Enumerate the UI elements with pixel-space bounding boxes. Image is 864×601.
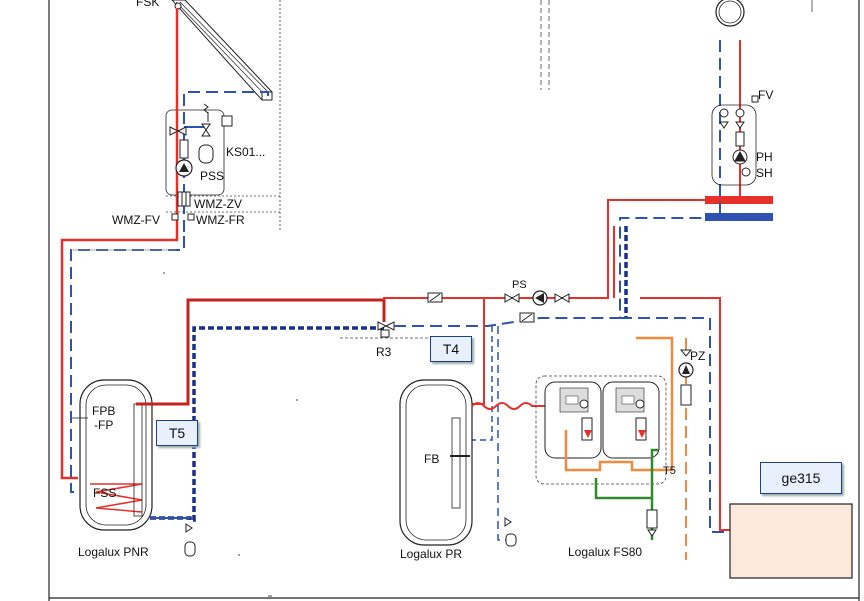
heat-meter-icon: [171, 191, 195, 221]
fs80-module-2: [602, 381, 660, 459]
drain-valve-icon: [184, 523, 196, 557]
ge315-callout: ge315: [760, 462, 842, 494]
check-valve-icon: [427, 292, 443, 303]
label-fss: FSS: [93, 486, 116, 500]
valve: [646, 509, 658, 537]
heating-station-components: [719, 95, 759, 177]
solar-collector: [171, 0, 273, 101]
boiler-return-pipe: [620, 317, 730, 533]
main-supply-pipe: [383, 199, 705, 300]
solar-station-frame: [165, 109, 225, 196]
fs80-module-1: [544, 381, 602, 459]
solar-supply-to-pnr: [60, 236, 179, 480]
label-ph: PH: [756, 150, 773, 164]
pss-pump: [175, 159, 193, 177]
boiler-ge315: [729, 503, 853, 579]
fs80-supply-coil: [471, 402, 545, 410]
pnr-supply-pipe: [136, 298, 386, 406]
safety-valve-icon: [203, 103, 233, 127]
boiler-supply-pipe: [640, 297, 730, 531]
label-fv: FV: [758, 88, 773, 102]
label-ks01: KS01...: [226, 145, 265, 159]
t5-callout: T5: [156, 420, 198, 446]
check-valve-icon: [519, 312, 535, 323]
r3-mixing-valve: [377, 321, 395, 338]
label-ps: PS: [512, 279, 527, 291]
label-fpb: FPB: [92, 404, 115, 418]
valve: [504, 293, 570, 303]
t4-callout: T4: [430, 336, 472, 362]
label-wmz-zv: WMZ-ZV: [194, 197, 242, 211]
fs80-frame: [535, 375, 667, 485]
logalux-pnr-tank: [79, 379, 153, 531]
label-logalux-fs80: Logalux FS80: [568, 545, 642, 559]
label-fb: FB: [424, 452, 439, 466]
label-pz: PZ: [690, 349, 705, 363]
radiator-icon: [715, 0, 745, 27]
heating-station-frame: [711, 104, 757, 186]
label-wmz-fr: WMZ-FR: [196, 213, 245, 227]
main-return-pipe: [394, 217, 705, 327]
solar-return-pipe: [183, 91, 269, 236]
valve: [169, 123, 211, 159]
return-manifold: [705, 213, 773, 221]
ps-pump: [532, 290, 548, 306]
label-sh: SH: [756, 166, 773, 180]
label-logalux-pnr: Logalux PNR: [78, 545, 149, 559]
label-logalux-pr: Logalux PR: [400, 547, 462, 561]
label-wmz-fv: WMZ-FV: [112, 213, 160, 227]
dhw-circulation-orange: [564, 336, 674, 472]
logalux-pr-tank: [399, 379, 473, 546]
expansion-vessel-icon: [198, 144, 214, 164]
label-r3: R3: [376, 345, 392, 359]
label-fp: -FP: [94, 418, 113, 432]
drain-valve-icon: [504, 517, 517, 547]
pz-pump: [678, 349, 694, 406]
label-pss: PSS: [200, 169, 224, 183]
label-t5-fs80: T5: [663, 465, 676, 477]
label-fsk: FSK: [136, 0, 159, 9]
